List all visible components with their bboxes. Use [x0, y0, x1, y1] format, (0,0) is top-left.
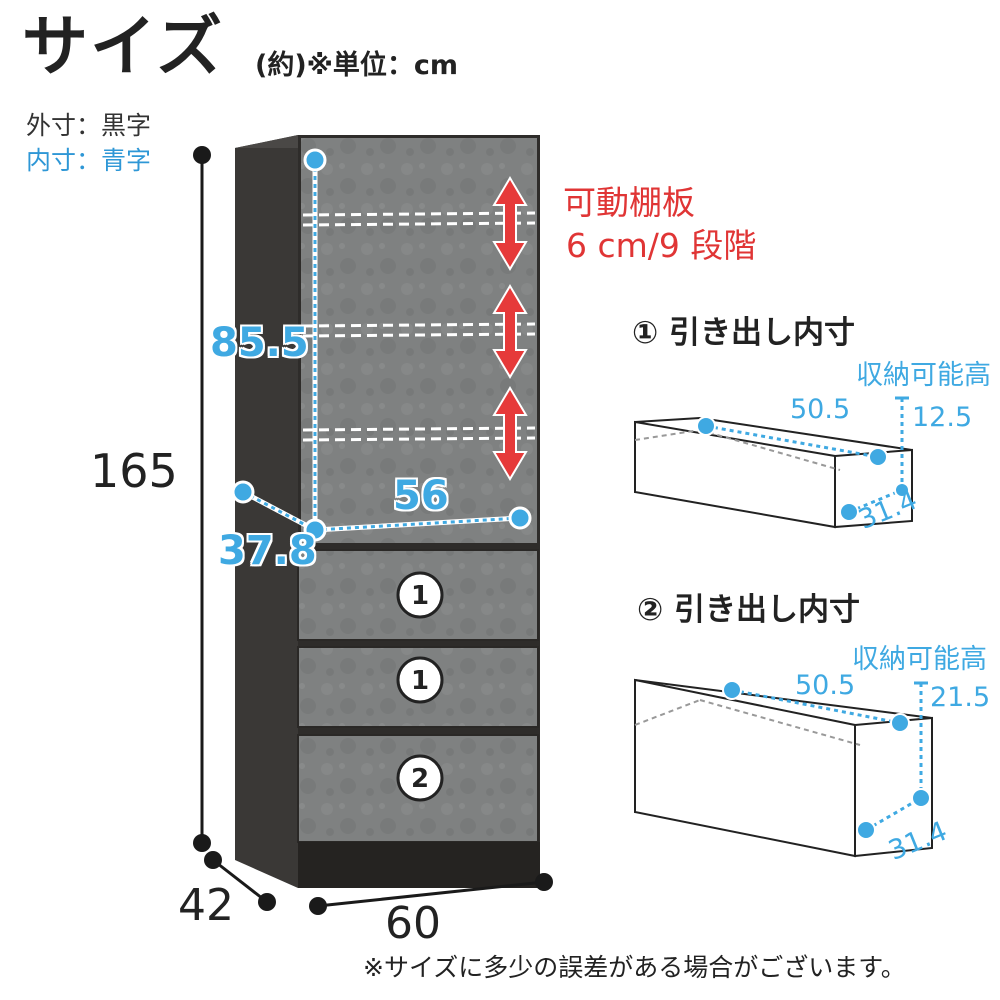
- outer-dot-width-left: [309, 897, 327, 915]
- outer-dot-depth-front: [204, 851, 222, 869]
- drawer2-depth-line: [865, 796, 922, 832]
- drawer2-hidden-edge: [634, 699, 701, 726]
- drawer1-dot-b: [868, 447, 888, 467]
- drawer1-dot-c: [839, 502, 859, 522]
- cabinet-plinth: [298, 842, 540, 888]
- drawer-badge-2-label: 1: [411, 666, 429, 696]
- cabinet-side-panel: [235, 135, 298, 888]
- outer-depth-line: [212, 858, 268, 904]
- shelf-arrow-3: [492, 386, 528, 481]
- drawer1-width-label: 50.5: [790, 394, 851, 425]
- drawer2-dot-d: [911, 788, 931, 808]
- drawer2-dot-a: [722, 680, 742, 700]
- shelf-position-lines: [302, 211, 536, 442]
- drawer1-height-label: 12.5: [912, 402, 973, 433]
- drawer2-dot-b: [890, 713, 910, 733]
- drawer2-title: ② 引き出し内寸: [637, 592, 861, 628]
- outer-dot-width-right: [535, 873, 553, 891]
- drawer1-width-line: [705, 424, 879, 459]
- shelf-note-title: 可動棚板: [563, 183, 695, 222]
- drawer2-dimensions: [731, 683, 923, 832]
- drawer-badge-3-circle: [396, 754, 444, 802]
- outer-height-label: 165: [90, 444, 178, 498]
- inner-dot-back: [231, 480, 255, 504]
- drawer1-title: ① 引き出し内寸: [632, 315, 856, 351]
- shelf-line-1a: [302, 211, 536, 217]
- inner-dot-top: [303, 148, 327, 172]
- inner-dot-right: [508, 506, 532, 530]
- shelf-line-3a: [302, 426, 536, 432]
- inner-dot-corner: [303, 518, 327, 542]
- drawer2-height-label: 21.5: [930, 682, 991, 713]
- drawer1-top-back-edge: [634, 417, 701, 423]
- drawer-badge-2-circle: [396, 656, 444, 704]
- inner-dimension-lines-blue: [242, 160, 521, 532]
- shelf-line-3b: [302, 436, 536, 442]
- size-disclaimer: ※サイズに多少の誤差がある場合がございます。: [363, 953, 906, 982]
- outer-dimension-dots: [193, 146, 553, 915]
- unit-note: (約)※単位：cm: [255, 50, 459, 81]
- outer-depth-label: 42: [178, 880, 234, 931]
- drawer-badge-3-label: 2: [411, 764, 429, 794]
- outer-dot-depth-back: [258, 893, 276, 911]
- inner-width-line: [314, 516, 521, 532]
- shelf-line-2b: [302, 332, 536, 338]
- drawer-badges: 1 1 2: [396, 571, 444, 802]
- inner-width-label: 56: [393, 473, 449, 519]
- drawer2-capacity-label: 収納可能高: [852, 644, 987, 675]
- drawer1-dot-a: [696, 416, 716, 436]
- shelf-note-detail: 6 cm/9 段階: [566, 226, 757, 265]
- shelf-arrow-1: [492, 176, 528, 271]
- legend-outer-dimensions: 外寸：黒字: [26, 111, 152, 140]
- drawer2-dot-c: [856, 820, 876, 840]
- drawer-badge-1-circle: [396, 571, 444, 619]
- shelf-arrow-2: [492, 284, 528, 379]
- shelf-line-2a: [302, 322, 536, 328]
- inner-depth-line: [242, 490, 316, 532]
- drawer1-front-face: [634, 420, 836, 529]
- drawer2-hidden-edge-2: [699, 699, 861, 746]
- shelf-line-1b: [302, 221, 536, 227]
- drawer1-hidden-edge: [634, 429, 701, 441]
- drawer1-dots: [696, 416, 910, 522]
- inner-dimension-dots: [231, 148, 532, 542]
- drawer-badge-1-label: 1: [411, 581, 429, 611]
- drawer1-capacity-label: 収納可能高: [856, 360, 991, 391]
- drawer2-dots: [722, 680, 931, 840]
- outer-dimension-lines: [200, 155, 545, 908]
- inner-height-label: 85.5: [210, 320, 309, 366]
- drawer2-top-right-edge: [634, 679, 933, 719]
- drawer1-dot-d: [894, 482, 910, 498]
- adjustable-arrows: [492, 176, 528, 481]
- drawer2-width-label: 50.5: [795, 670, 856, 701]
- inner-depth-label: 37.8: [218, 528, 317, 574]
- outer-width-line: [317, 880, 545, 908]
- legend-inner-dimensions: 内寸：青字: [26, 146, 152, 175]
- page-title: サイズ: [22, 8, 225, 85]
- outer-dot-height-top: [193, 146, 211, 164]
- drawer1-top-right-edge: [699, 417, 913, 451]
- outer-dot-height-bottom: [193, 834, 211, 852]
- drawer1-hidden-edge-2: [699, 429, 841, 471]
- drawer2-illustration: [634, 678, 933, 858]
- outer-width-label: 60: [385, 898, 441, 949]
